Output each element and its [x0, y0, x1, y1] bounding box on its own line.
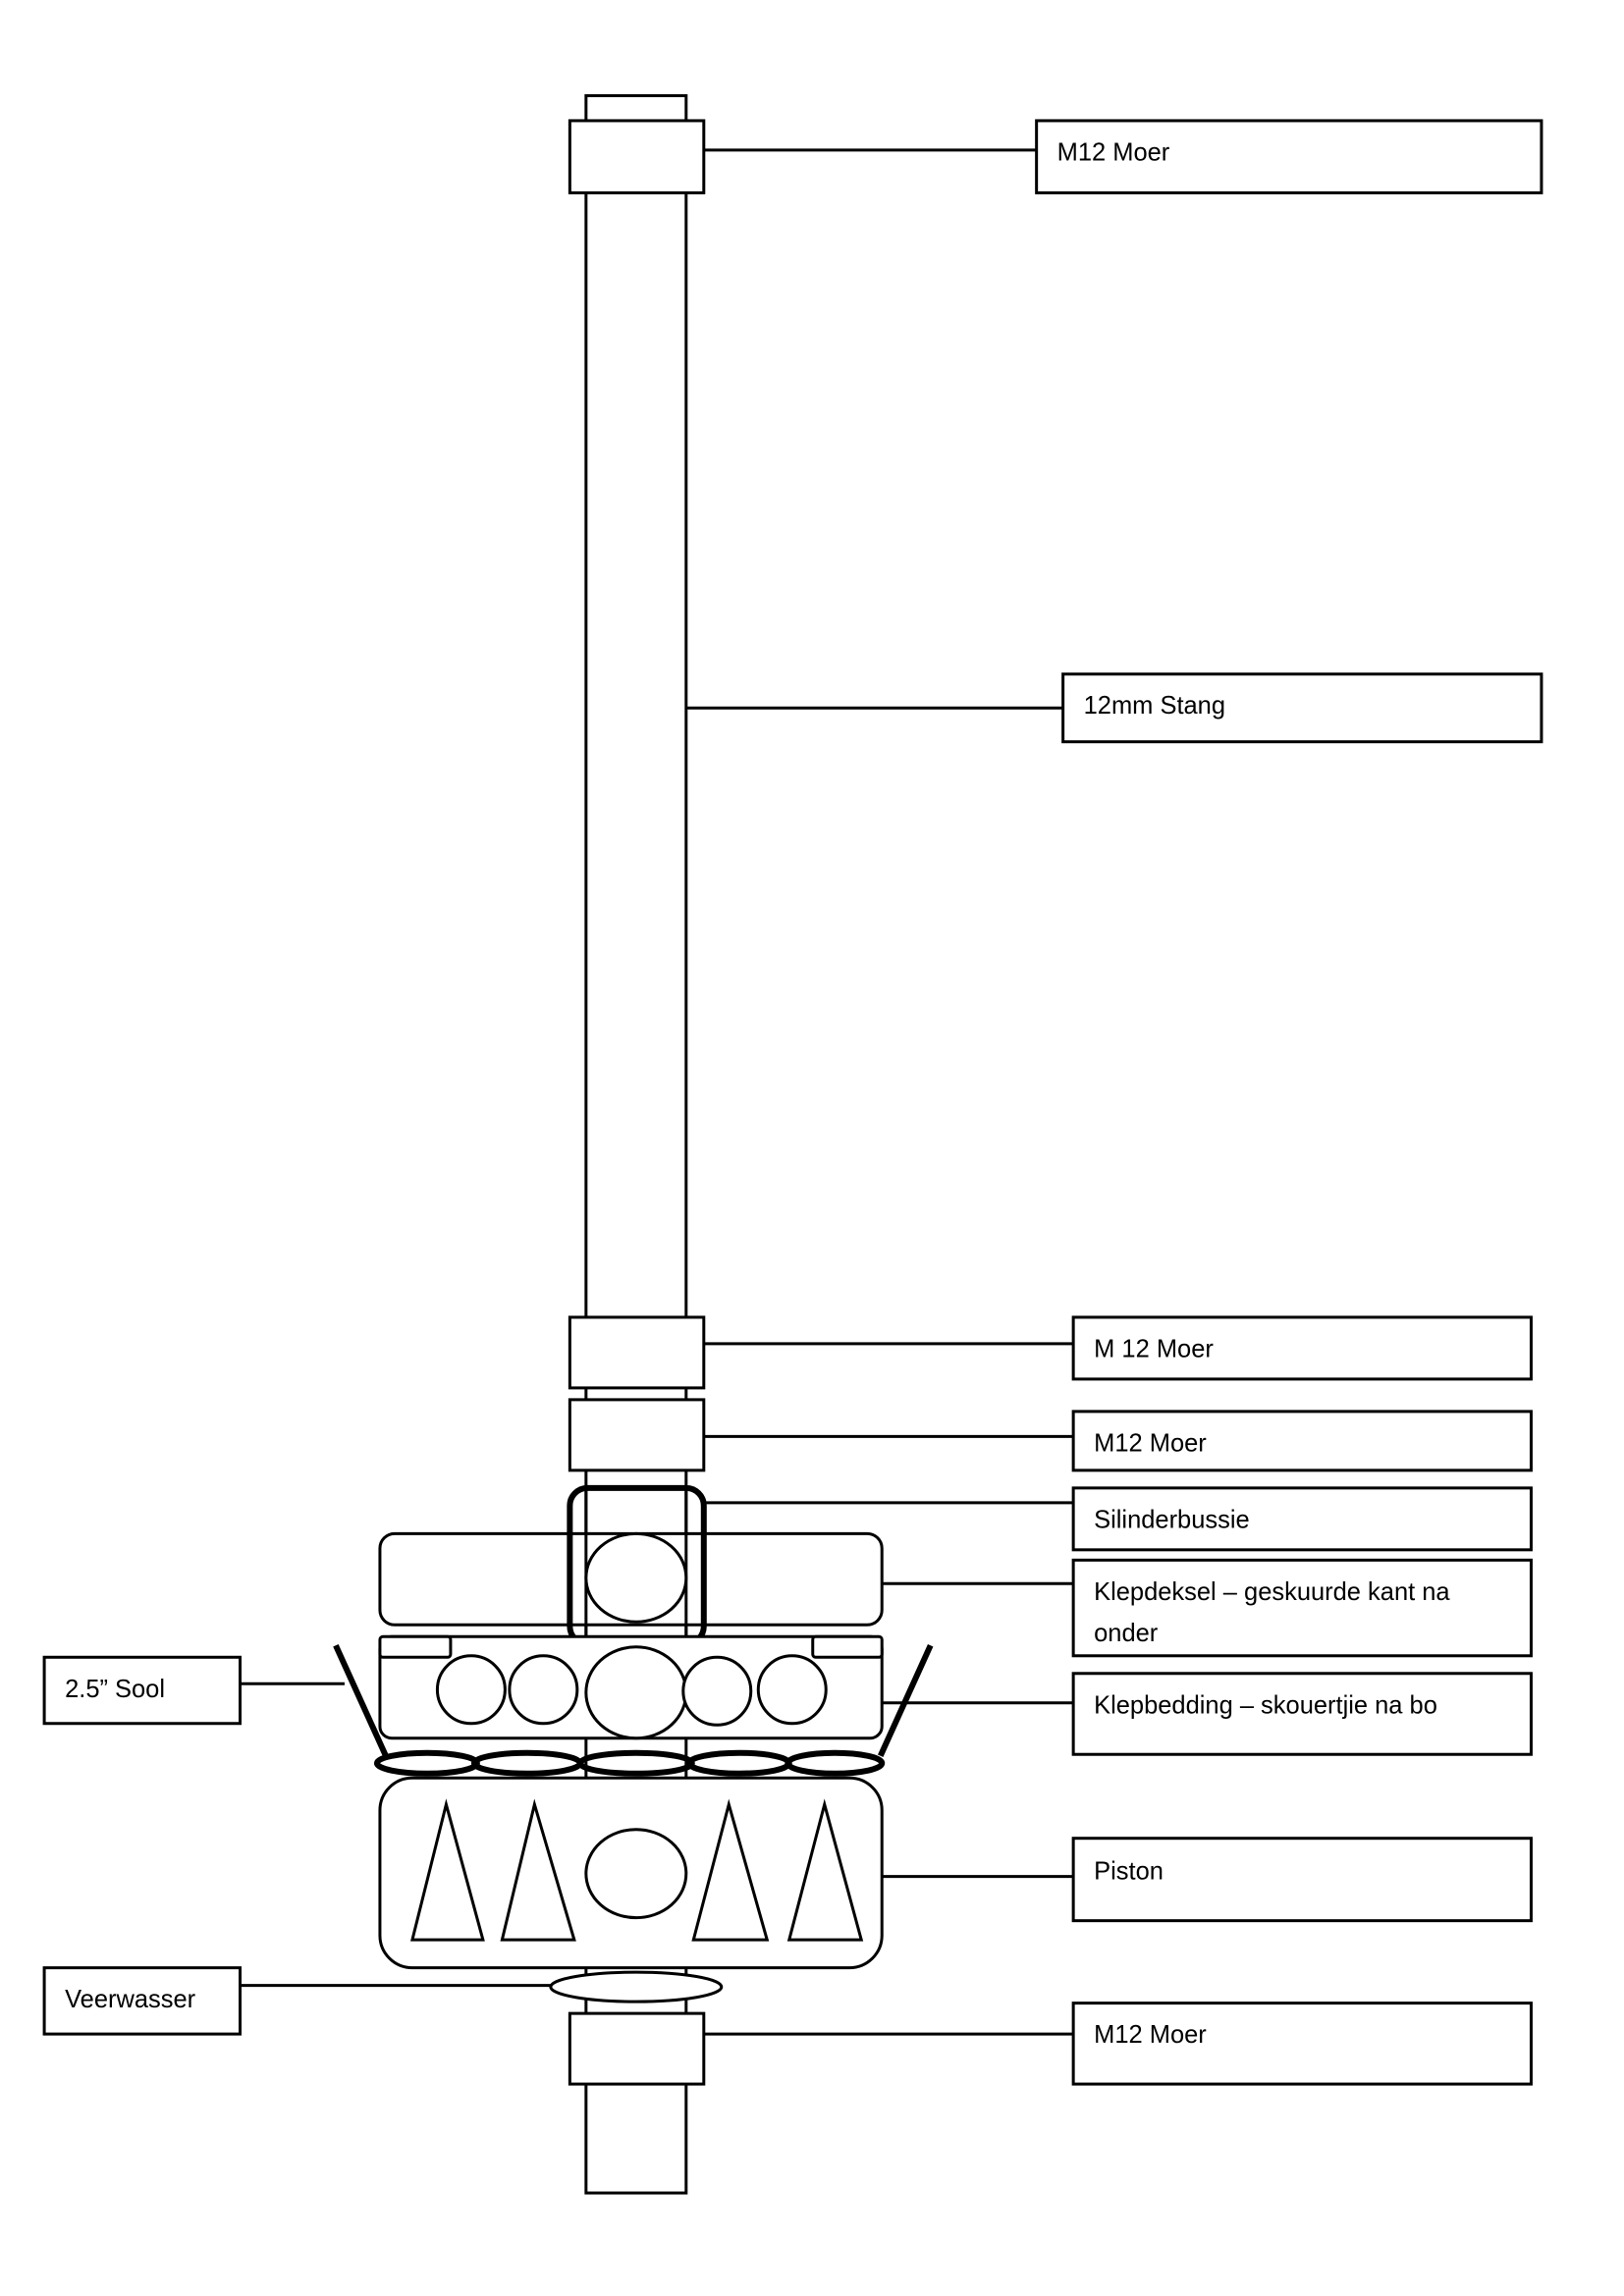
nut-3: [568, 1398, 706, 1472]
label-valve-cover-line1: Klepdeksel – geskuurde kant na: [1094, 1578, 1450, 1606]
valve-seat-shoulder: [378, 1634, 453, 1659]
label-box-top-nut: [1035, 119, 1543, 194]
label-valve-cover-line2: onder: [1094, 1620, 1159, 1647]
label-box-spring-washer: [42, 1966, 242, 2036]
label-rod: 12mm Stang: [1084, 692, 1225, 720]
sole-right: [877, 1644, 934, 1757]
piston-hole: [584, 1828, 688, 1920]
piston-triangle: [691, 1798, 770, 1942]
piston-triangle: [410, 1798, 485, 1942]
label-box-cylinder-bush: [1071, 1486, 1533, 1552]
sole-left: [333, 1644, 389, 1757]
valve-hole: [756, 1654, 828, 1726]
piston-triangle: [500, 1798, 576, 1942]
label-spring-washer: Veerwasser: [65, 1986, 196, 2013]
label-top-nut: M12 Moer: [1057, 138, 1170, 166]
piston-triangle: [786, 1798, 864, 1942]
bottom-nut: [568, 2011, 706, 2086]
label-sole: 2.5” Sool: [65, 1676, 165, 1703]
valve-center-hole: [584, 1645, 688, 1740]
label-bottom-nut: M12 Moer: [1094, 2021, 1207, 2049]
nut-2: [568, 1315, 706, 1390]
label-box-valve-seat: [1071, 1672, 1533, 1756]
spring-washer: [549, 1970, 724, 2003]
valve-hole: [508, 1654, 579, 1726]
valve-hole: [681, 1655, 753, 1727]
valve-hole: [435, 1654, 507, 1726]
valve-seat-shoulder: [811, 1634, 884, 1659]
valve-cover-hole: [584, 1531, 688, 1624]
sole-rings: [373, 1749, 886, 1777]
label-nut-2: M 12 Moer: [1094, 1335, 1214, 1362]
label-box-valve-cover: [1071, 1558, 1533, 1658]
label-box-bottom-nut: [1071, 2002, 1533, 2086]
label-box-nut-2: [1071, 1315, 1533, 1381]
label-nut-3: M12 Moer: [1094, 1429, 1207, 1457]
label-cylinder-bush: Silinderbussie: [1094, 1506, 1250, 1533]
top-nut: [568, 119, 706, 194]
label-box-sole: [42, 1655, 242, 1726]
label-box-rod: [1061, 672, 1543, 744]
label-box-nut-3: [1071, 1410, 1533, 1472]
label-box-piston: [1071, 1837, 1533, 1923]
label-piston: Piston: [1094, 1858, 1164, 1886]
label-valve-seat: Klepbedding – skouertjie na bo: [1094, 1691, 1437, 1719]
